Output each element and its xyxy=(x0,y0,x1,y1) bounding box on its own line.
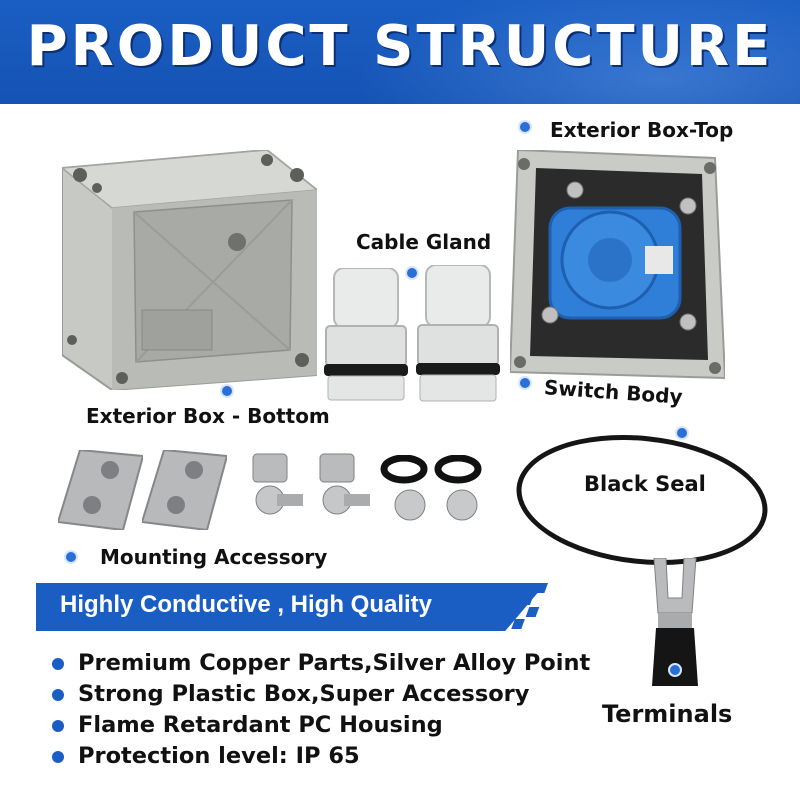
cable-gland-marker xyxy=(407,268,417,278)
black-seal-image xyxy=(510,423,774,577)
feature-text: Strong Plastic Box,Super Accessory xyxy=(78,681,530,707)
o-rings-bolts-image xyxy=(380,455,482,521)
header-banner: PRODUCT STRUCTURE xyxy=(0,0,800,104)
feature-text: Flame Retardant PC Housing xyxy=(78,712,443,738)
mounting-marker xyxy=(66,552,76,562)
quality-banner xyxy=(36,583,546,631)
feature-item: Protection level: IP 65 xyxy=(52,741,590,772)
black-seal-marker xyxy=(677,428,687,438)
label-cable-gland: Cable Gland xyxy=(356,230,492,254)
header-decoration xyxy=(300,0,800,104)
label-black-seal: Black Seal xyxy=(584,472,706,496)
quality-banner-text: Highly Conductive , High Quality xyxy=(60,591,433,618)
page-title: PRODUCT STRUCTURE xyxy=(26,14,774,79)
label-mounting-accessory: Mounting Accessory xyxy=(100,545,328,569)
mounting-plate-right-image xyxy=(142,450,227,530)
feature-item: Flame Retardant PC Housing xyxy=(52,710,590,741)
cable-gland-right-image xyxy=(416,265,500,402)
label-exterior-box-bottom: Exterior Box - Bottom xyxy=(86,404,330,428)
feature-item: Premium Copper Parts,Silver Alloy Point xyxy=(52,648,590,679)
exterior-box-top-image xyxy=(510,150,725,380)
feature-list: Premium Copper Parts,Silver Alloy Point … xyxy=(52,648,590,772)
banner-checker-decoration xyxy=(505,583,548,629)
feature-text: Protection level: IP 65 xyxy=(78,743,360,769)
bullet-icon xyxy=(52,751,64,763)
mounting-plate-left-image xyxy=(58,450,143,530)
box-bottom-marker xyxy=(222,386,232,396)
exterior-box-bottom-image xyxy=(62,150,317,390)
terminal-image xyxy=(652,558,698,686)
bullet-icon xyxy=(52,689,64,701)
bullet-icon xyxy=(52,720,64,732)
label-terminals: Terminals xyxy=(602,700,733,728)
screw-nut-left-image xyxy=(252,453,303,515)
screw-nut-right-image xyxy=(319,453,370,515)
feature-text: Premium Copper Parts,Silver Alloy Point xyxy=(78,650,591,676)
box-top-marker xyxy=(520,122,530,132)
feature-item: Strong Plastic Box,Super Accessory xyxy=(52,679,590,710)
bullet-icon xyxy=(52,658,64,670)
switch-body-marker xyxy=(520,378,530,388)
label-exterior-box-top: Exterior Box-Top xyxy=(550,118,734,142)
cable-gland-left-image xyxy=(324,268,408,401)
